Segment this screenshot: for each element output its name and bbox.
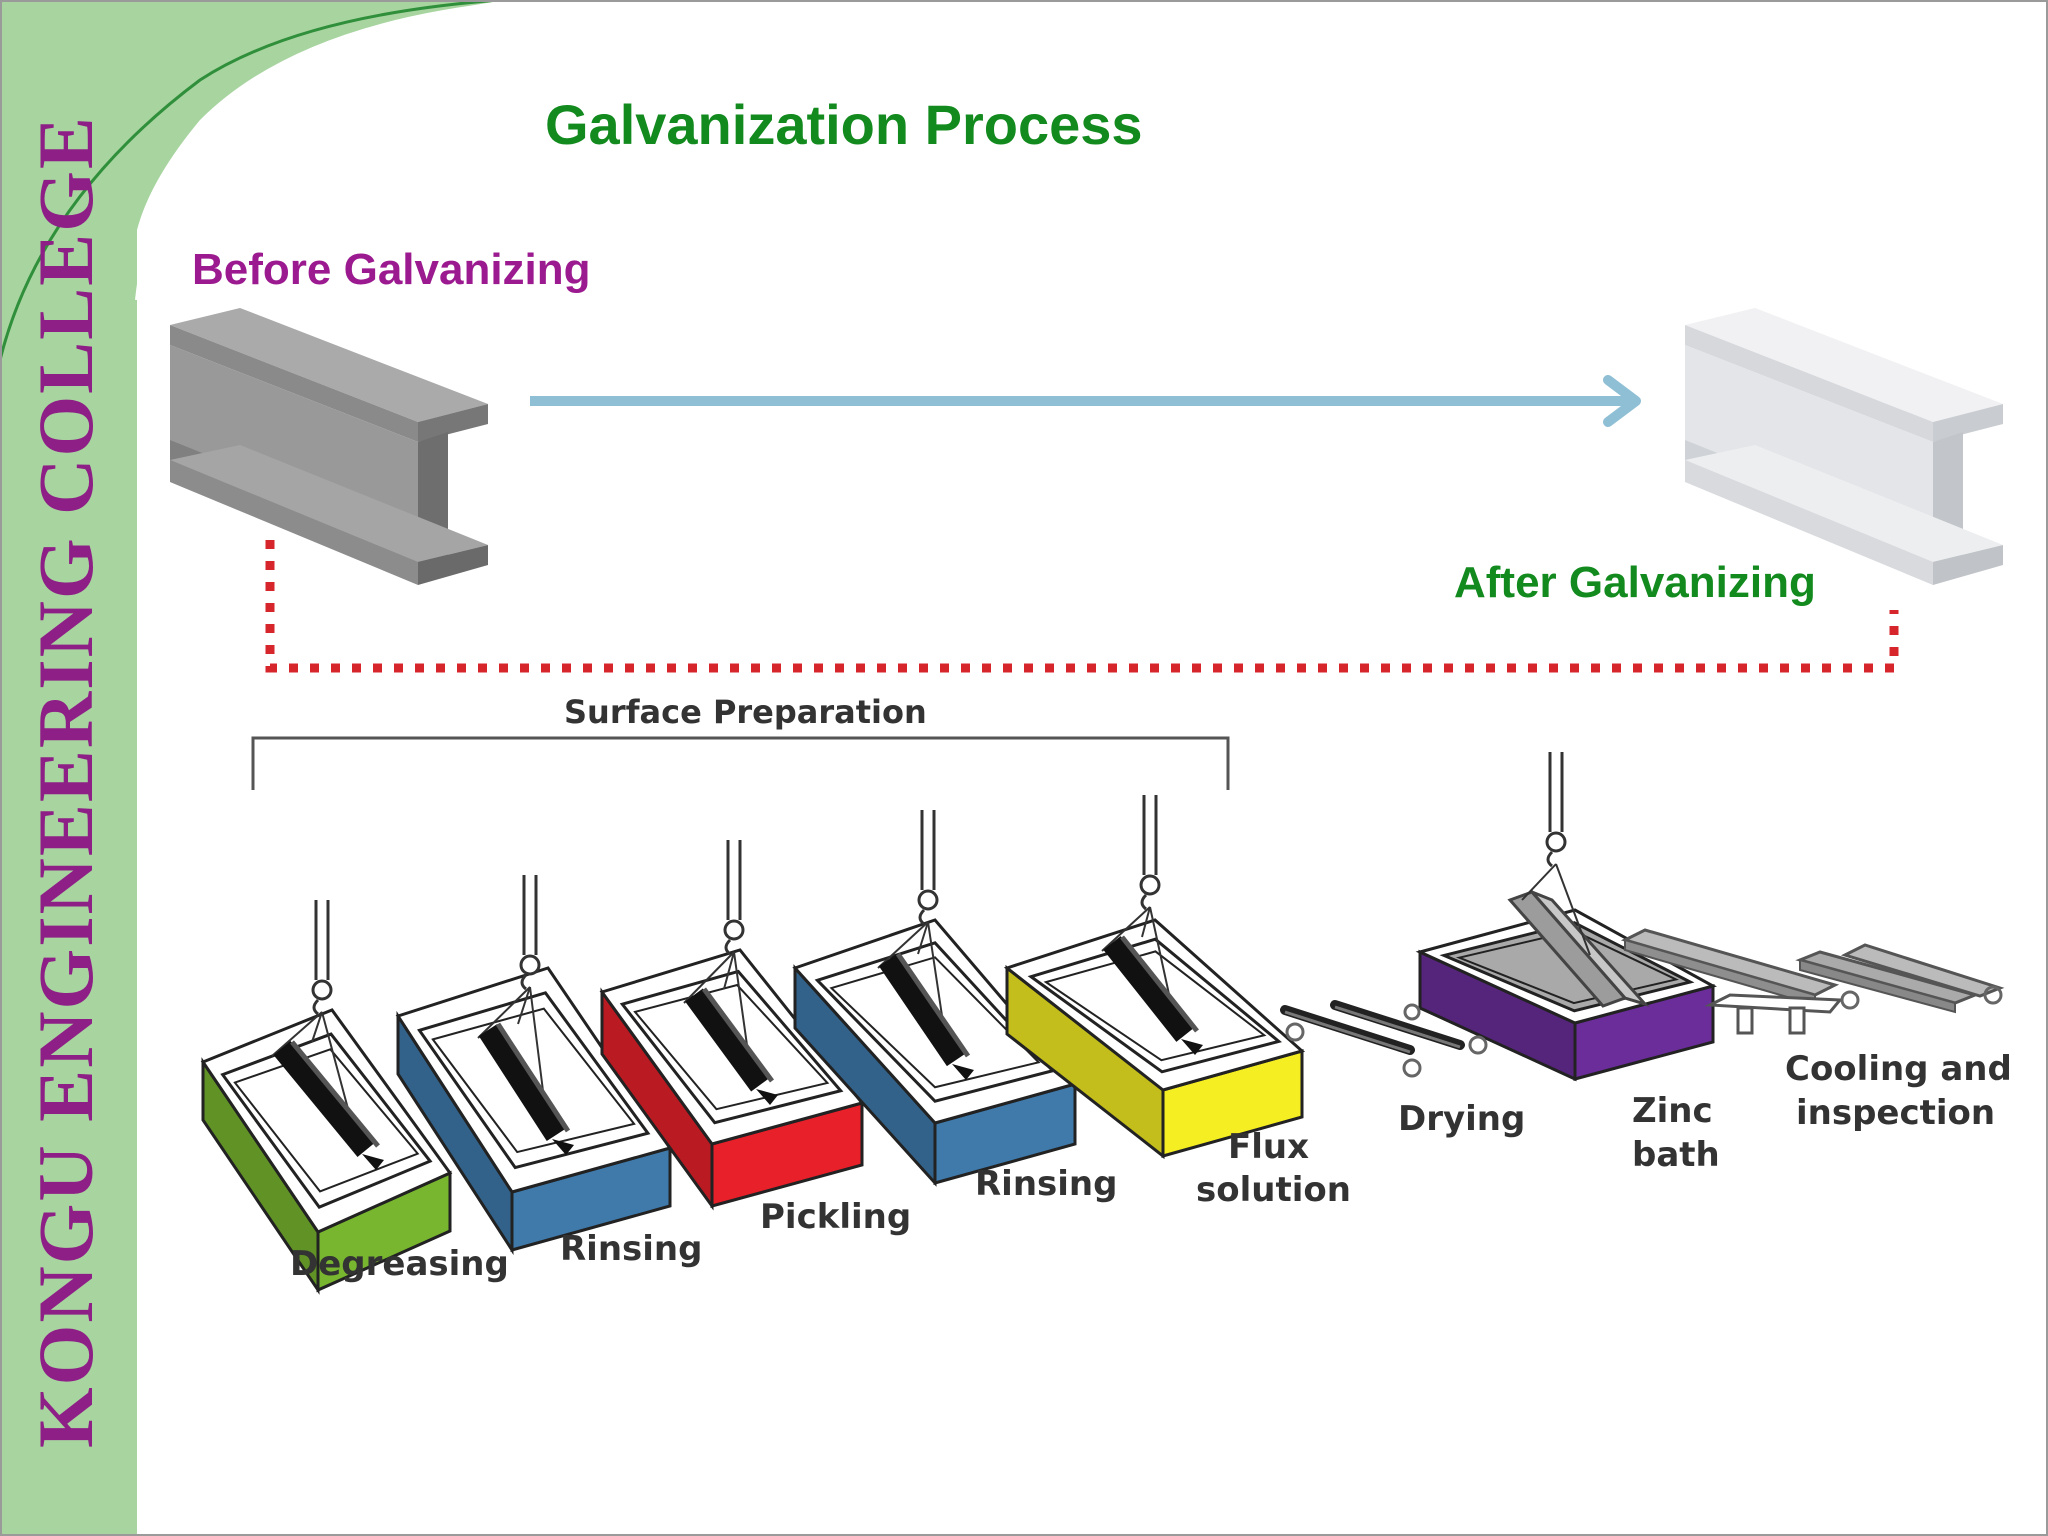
tank-6	[1415, 752, 1717, 1082]
step-label-rinsing-1: Rinsing	[560, 1229, 702, 1269]
tank-5	[1003, 795, 1306, 1160]
step-label-cooling: Cooling and	[1785, 1049, 2012, 1089]
slide-title: Galvanization Process	[545, 93, 1143, 156]
step-label-rinsing-2: Rinsing	[975, 1164, 1117, 1204]
tank-3	[599, 840, 865, 1211]
step-label-drying: Drying	[1398, 1099, 1525, 1139]
process-path-dotted	[265, 540, 1899, 673]
cooling-rack	[1620, 928, 2005, 1035]
step-label-cooling-2: inspection	[1796, 1093, 1995, 1133]
tank-4	[792, 810, 1078, 1187]
corner-swoosh-line	[0, 0, 501, 361]
surface-prep-label: Surface Preparation	[564, 693, 927, 731]
drying-rack	[1280, 1000, 1488, 1078]
step-label-degreasing: Degreasing	[290, 1244, 509, 1284]
beam-before	[170, 308, 488, 585]
college-name: KONGU ENGINEERING COLLEGE	[22, 115, 109, 1448]
corner-swoosh-inner	[135, 0, 521, 301]
tank-2	[395, 875, 673, 1256]
surface-prep-bracket	[251, 736, 1230, 790]
tank-1	[200, 900, 453, 1295]
step-label-zinc-2: bath	[1632, 1135, 1720, 1175]
after-label: After Galvanizing	[1454, 558, 1816, 607]
step-label-zinc: Zinc	[1632, 1091, 1713, 1131]
step-label-flux-2: solution	[1196, 1170, 1351, 1210]
flow-arrow	[530, 375, 1641, 427]
before-label: Before Galvanizing	[192, 245, 591, 294]
step-labels: Degreasing Rinsing Pickling Rinsing Flux…	[290, 1049, 2012, 1284]
step-label-pickling: Pickling	[760, 1197, 911, 1237]
tanks	[200, 752, 1717, 1295]
step-label-flux: Flux	[1228, 1127, 1309, 1167]
beam-after	[1685, 308, 2003, 585]
corner-swoosh	[0, 0, 520, 370]
